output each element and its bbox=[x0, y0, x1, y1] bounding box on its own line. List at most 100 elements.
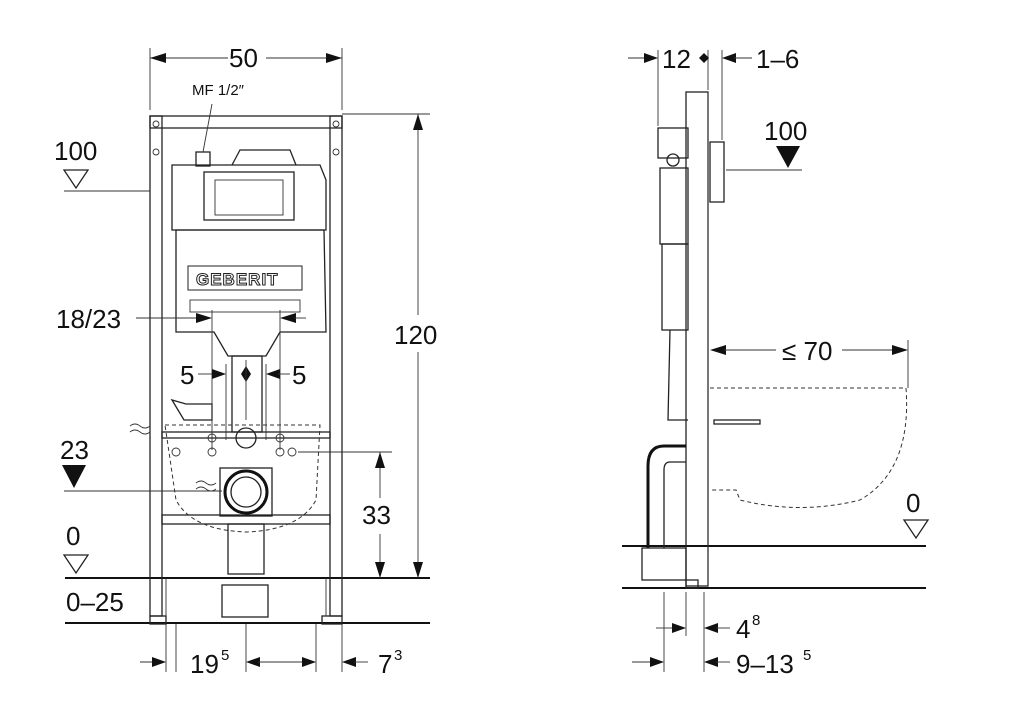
side-cistern-lower bbox=[661, 243, 689, 331]
frame-hole bbox=[332, 148, 340, 156]
offset-left-label: 5 bbox=[180, 360, 194, 390]
dim-width: 50 bbox=[149, 43, 343, 110]
side-valve bbox=[666, 153, 680, 167]
dim-level-0: 0 0–25 bbox=[62, 521, 124, 617]
dim-level-23: 23 bbox=[60, 435, 222, 492]
depth-sup: 8 bbox=[752, 612, 760, 629]
floor-range-label: 0–25 bbox=[66, 587, 124, 617]
flush-bracket bbox=[170, 398, 213, 421]
dim-offsets: 5 5 bbox=[180, 360, 306, 440]
dim-bottom: 19 5 7 3 bbox=[140, 624, 402, 679]
frame-right-post bbox=[329, 115, 343, 617]
level-filled-triangle-icon bbox=[776, 146, 800, 168]
dim-spacing: 18/23 bbox=[56, 304, 306, 450]
mounting-frame bbox=[149, 115, 343, 625]
range-label: 9–13 bbox=[736, 649, 794, 679]
arrow-left-icon bbox=[246, 657, 260, 667]
range-1-6-label: 1–6 bbox=[756, 44, 799, 74]
side-level-0-label: 0 bbox=[906, 488, 920, 518]
frame-hole bbox=[152, 148, 160, 156]
arrow-down-icon bbox=[375, 562, 385, 578]
drain-bend-frame bbox=[219, 467, 273, 517]
arrow-right-icon bbox=[650, 657, 664, 667]
drain-bend-inner bbox=[663, 461, 686, 548]
dim-level-100: 100 bbox=[54, 136, 150, 192]
width-label: 50 bbox=[229, 43, 258, 73]
frame-top-rail bbox=[149, 115, 343, 129]
frame-hole bbox=[152, 120, 160, 128]
frame-left-post bbox=[149, 115, 163, 617]
side-cistern-top bbox=[657, 127, 689, 159]
arrow-right-icon bbox=[892, 345, 908, 355]
actuator-plate bbox=[709, 141, 725, 203]
offset-right-label: 5 bbox=[292, 360, 306, 390]
side-cistern-body bbox=[659, 167, 689, 245]
bottom-right-sup: 3 bbox=[394, 647, 402, 664]
bottom-right-label: 7 bbox=[378, 649, 392, 679]
flush-opening bbox=[203, 171, 295, 221]
cistern-cap bbox=[231, 149, 297, 166]
flush-outlet bbox=[235, 427, 257, 449]
level-0-label: 0 bbox=[66, 521, 80, 551]
arrow-left-icon bbox=[150, 53, 166, 63]
drain-elbow bbox=[227, 523, 265, 575]
dim-bottom-side: 4 8 9–13 5 bbox=[632, 592, 811, 679]
side-wc-outline bbox=[710, 387, 908, 508]
side-view: 12 1–6 100 ≤ 70 0 bbox=[622, 44, 930, 679]
water-symbol-icon bbox=[195, 480, 217, 492]
dim-projection: ≤ 70 bbox=[710, 336, 909, 388]
drain-assembly bbox=[129, 355, 321, 618]
cistern-label-strip bbox=[189, 299, 301, 313]
supply-leader bbox=[202, 103, 213, 153]
arrow-left-icon bbox=[710, 345, 726, 355]
height-label: 120 bbox=[394, 320, 437, 350]
dim-level-100-side: 100 bbox=[726, 116, 807, 171]
dim-top-side: 12 1–6 bbox=[628, 44, 799, 140]
frame-hole bbox=[332, 120, 340, 128]
supply-valve bbox=[195, 151, 211, 167]
arrow-left-icon bbox=[342, 657, 356, 667]
arrow-right-icon bbox=[302, 657, 316, 667]
wc-bolt bbox=[713, 419, 761, 425]
drain-inner bbox=[230, 476, 262, 508]
depth-label: 4 bbox=[736, 614, 750, 644]
bottom-left-label: 19 bbox=[190, 649, 219, 679]
supply-label: MF 1/2″ bbox=[192, 82, 245, 99]
level-100-label: 100 bbox=[54, 136, 97, 166]
arrow-right-icon bbox=[326, 53, 342, 63]
dim-level-0-side: 0 bbox=[902, 488, 930, 540]
drain-bend-outer bbox=[646, 444, 686, 548]
height-33-label: 33 bbox=[362, 500, 391, 530]
drain-outer bbox=[223, 469, 269, 515]
level-open-triangle-icon bbox=[62, 554, 90, 575]
fixing-point bbox=[171, 447, 181, 457]
bottom-left-sup: 5 bbox=[221, 647, 229, 664]
arrow-left-icon bbox=[266, 369, 280, 379]
arrow-right-icon bbox=[196, 313, 212, 323]
fixing-point bbox=[287, 447, 297, 457]
arrow-left-icon bbox=[704, 657, 718, 667]
projection-label: ≤ 70 bbox=[782, 336, 832, 366]
dim-height-33: 33 bbox=[298, 451, 392, 578]
arrow-up-icon bbox=[413, 114, 423, 130]
arrow-right-icon bbox=[152, 657, 166, 667]
arrow-left-icon bbox=[722, 53, 736, 63]
brand-logo: GEBERIT bbox=[196, 270, 279, 289]
arrow-left-icon bbox=[704, 623, 718, 633]
arrow-left-icon bbox=[280, 313, 296, 323]
spacing-label: 18/23 bbox=[56, 304, 121, 334]
level-filled-triangle-icon bbox=[62, 465, 86, 488]
flush-opening-inner bbox=[214, 179, 284, 216]
arrow-right-icon bbox=[644, 53, 658, 63]
water-symbol-icon bbox=[129, 423, 151, 435]
side-frame-post bbox=[685, 91, 709, 587]
drain-connector bbox=[221, 584, 269, 618]
side-drain bbox=[641, 444, 687, 581]
front-view: GEBERIT bbox=[54, 43, 437, 679]
frame-right-foot bbox=[321, 615, 343, 625]
arrow-up-icon bbox=[375, 452, 385, 468]
range-sup: 5 bbox=[803, 647, 811, 664]
side-drain-connector bbox=[641, 547, 687, 581]
